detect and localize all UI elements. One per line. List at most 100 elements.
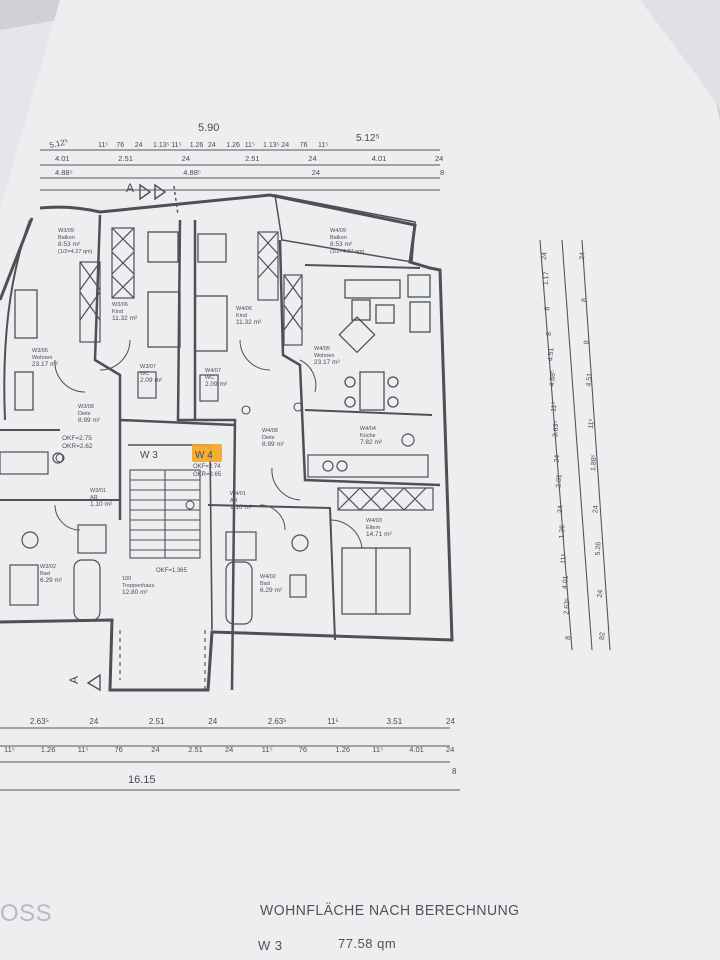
room-label-area: 14.71 m² (366, 531, 392, 538)
dimension-value: 1.26 (559, 525, 567, 539)
w4-highlight-marker (192, 444, 222, 462)
dimension-value: 11⁵ (98, 142, 108, 149)
room-label-area: 8.53 m² (58, 241, 81, 248)
dimension-value: 11⁵ (245, 142, 255, 149)
page-curl-shadow (640, 0, 720, 110)
door-swings (54, 339, 363, 549)
beds (147, 231, 411, 615)
dimension-lines-top (40, 149, 440, 191)
dimension-value: 2.63⁵ (268, 717, 287, 726)
dim-bottom-total: 16.15 (128, 774, 156, 786)
dimension-value: 1.17 (543, 271, 551, 285)
room-label-area: 2.09 m² (205, 381, 228, 388)
room-label-area: 23.17 m² (314, 359, 340, 366)
curved-balcony-wall (3, 219, 31, 421)
dimension-value: 8 (440, 168, 444, 177)
room-label-code: W4/05 (314, 346, 330, 352)
staircase (119, 469, 206, 690)
dimension-value: 8 (565, 636, 572, 640)
dimension-value: 4.01 (55, 154, 70, 163)
dimension-value: 11⁵ (372, 745, 383, 754)
room-label-name: Eltern (366, 525, 380, 531)
room-label-code: W4/08 (262, 428, 278, 434)
area-caption-unit: W 3 (258, 938, 283, 953)
room-label-code: W3/06 (112, 302, 128, 308)
section-mark-bottom: A (67, 676, 81, 684)
area-caption-value: 77.58 qm (338, 936, 397, 951)
dimension-value: 11⁵ (171, 142, 181, 149)
dimension-value: 2.51 (245, 154, 260, 163)
dimension-value: 24 (281, 142, 289, 149)
dimension-value: 4.51 (547, 347, 555, 361)
section-mark-arrows (86, 183, 179, 692)
dimension-value: 24 (308, 154, 316, 163)
dimension-value: 11⁵ (327, 717, 339, 726)
room-label-name: Bad (40, 571, 50, 577)
dimension-value: 4.01 (562, 575, 570, 589)
dimension-value: 11⁵ (560, 553, 568, 564)
dimension-value: 4.88⁵ (55, 168, 73, 177)
dimension-value: 24 (182, 154, 190, 163)
dimension-value: 2.51 (118, 154, 133, 163)
dim-bottom-end: 8 (452, 767, 457, 776)
dimension-value: 2.63⁵ (563, 598, 571, 615)
dimension-lines-side (539, 239, 611, 651)
dimension-lines-bottom (0, 727, 460, 791)
dim-top-right: 5.12⁵ (356, 133, 380, 144)
unit-label-w3: W 3 (140, 450, 158, 461)
dimension-value: 4.88⁵ (183, 168, 201, 177)
dimension-value: 24 (208, 717, 217, 726)
room-label-area: 8.99 m² (78, 417, 101, 424)
dimension-value: 24 (592, 505, 600, 513)
room-label-code: 100 (122, 576, 131, 582)
dimension-value: 4.51 (586, 373, 594, 387)
dimension-value: 1.88⁵ (590, 454, 598, 471)
room-label-area: 23.17 m² (32, 361, 58, 368)
room-label-name: Wohnen (32, 355, 52, 361)
room-label-name: Balkon (330, 235, 347, 241)
dimension-value: 11⁵ (588, 418, 596, 429)
dimension-value: 76 (115, 745, 123, 754)
dimension-value: 24 (135, 142, 143, 149)
dimension-value: 1.13⁵ (153, 142, 170, 149)
dimension-value: 24 (554, 454, 562, 462)
dimension-value: 8 (546, 332, 553, 336)
room-label-extra: (1/2=4.27 qm) (58, 249, 93, 255)
dimension-value: 11⁵ (78, 745, 89, 754)
room-label-area: 6.29 m² (260, 587, 283, 594)
room-label-name: Wohnen (314, 353, 334, 359)
room-label-code: W3/07 (140, 364, 156, 370)
stair-okf-note: OKF=1.365 (156, 568, 188, 574)
dimension-value: 24 (541, 252, 549, 260)
dimension-value: 8 (583, 340, 590, 344)
room-label-code: W4/04 (360, 426, 376, 432)
dimension-value: 24 (446, 717, 455, 726)
room-label-name: Bad (260, 581, 270, 587)
dim-top-total: 5.90 (198, 122, 219, 134)
section-mark-top: A (126, 181, 134, 195)
room-label-area: 11.32 m² (112, 315, 138, 322)
dimension-value: 76 (116, 142, 124, 149)
room-label-code: W4/06 (236, 306, 252, 312)
room-label-name: WC (140, 371, 149, 377)
dimension-value: 24 (597, 590, 605, 598)
dimension-value: 2.51 (188, 745, 203, 754)
room-label-extra: (1/2=4.27 qm) (330, 249, 365, 255)
room-label-area: 7.82 m² (360, 439, 383, 446)
w4-okf-note: OKF=2.74 (193, 464, 221, 470)
room-label-area: 8.99 m² (262, 441, 285, 448)
dimension-value: 1.13⁵ (263, 142, 280, 149)
dimension-value: 24 (557, 505, 565, 513)
dimension-value: 2.63⁵ (30, 717, 49, 726)
room-label-code: W4/09 (330, 228, 346, 234)
dim-side-row-1: 241.17884.514.88⁵11⁵3.63⁵242.01241.2611⁵… (541, 252, 572, 640)
dimension-value: 1.26 (336, 745, 351, 754)
dimension-value: 5.26 (595, 542, 603, 556)
room-label-code: W4/03 (366, 518, 382, 524)
dimension-value: 4.01 (372, 154, 387, 163)
